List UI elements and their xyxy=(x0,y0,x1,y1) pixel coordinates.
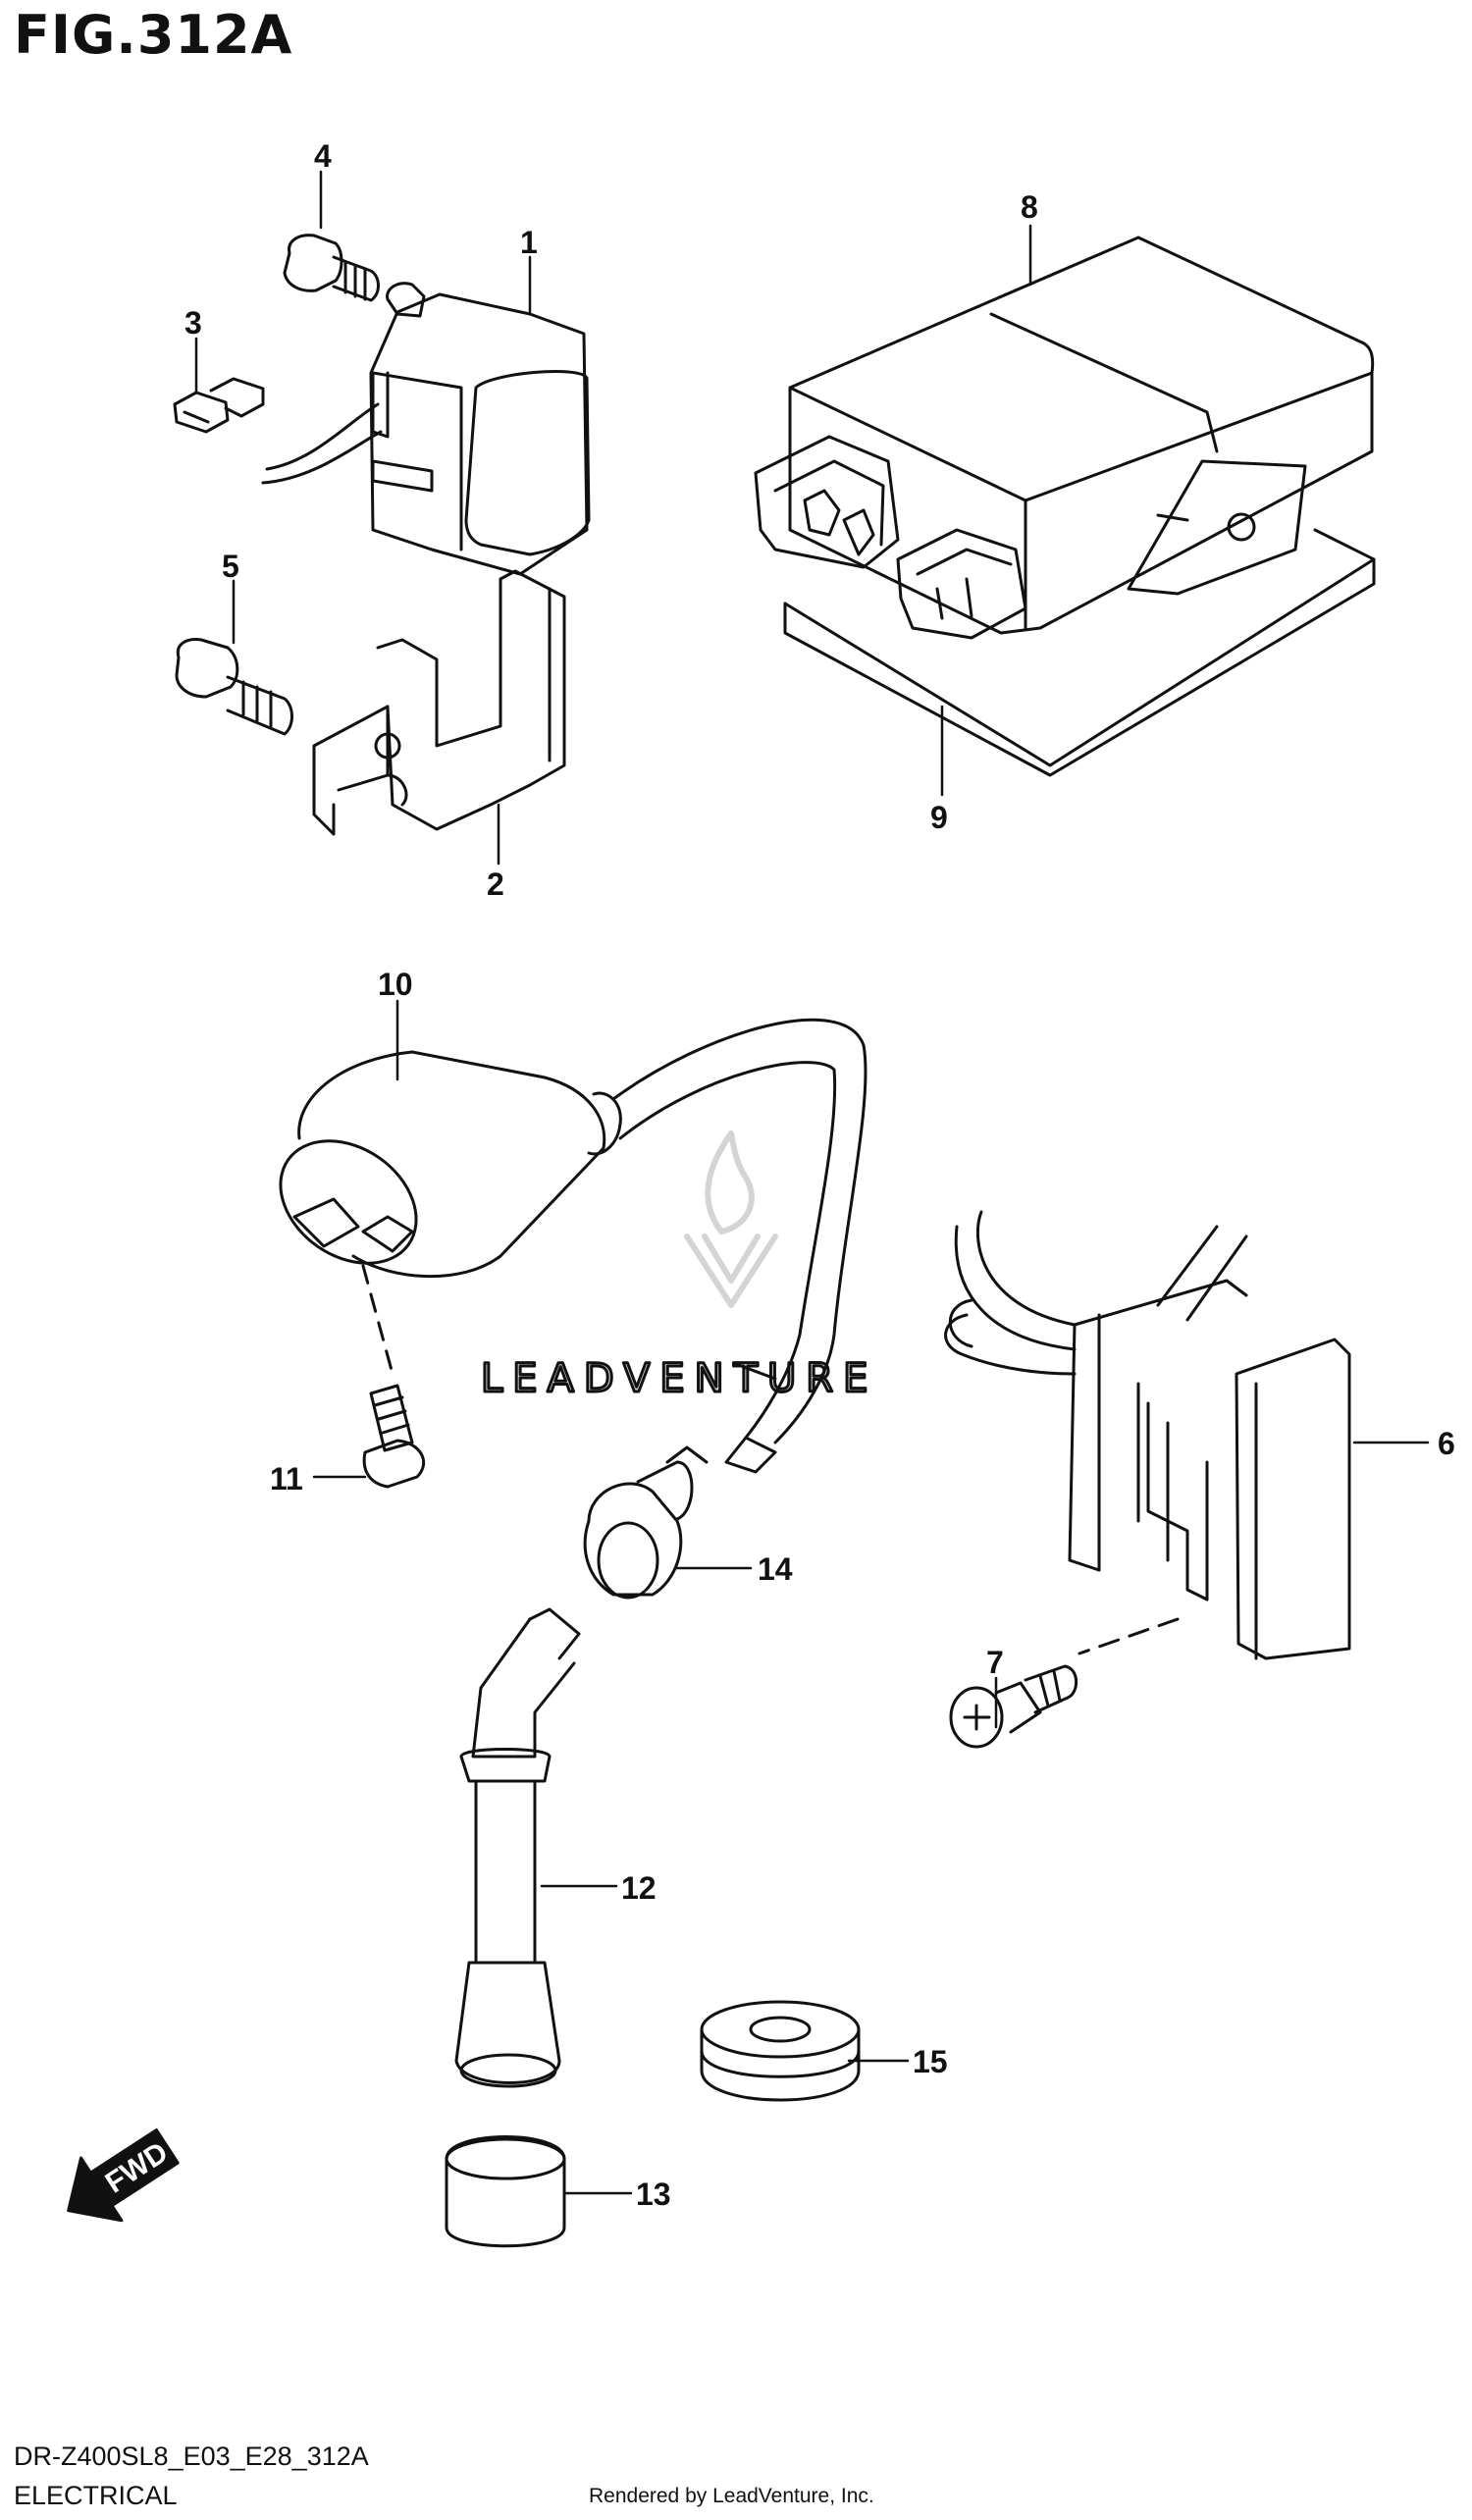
callout-2: 2 xyxy=(487,866,504,902)
part-2-bracket xyxy=(312,569,566,836)
part-15-grommet xyxy=(700,2000,861,2102)
callout-9: 9 xyxy=(930,800,948,835)
part-14-boot xyxy=(583,1445,709,1600)
part-5-bolt xyxy=(175,638,293,736)
callout-8: 8 xyxy=(1021,189,1038,225)
fwd-arrow: FWD xyxy=(67,2128,180,2223)
callout-1: 1 xyxy=(520,225,538,260)
part-6-rectifier xyxy=(944,1210,1351,1660)
part-10-ignition-coil xyxy=(279,1018,867,1474)
figure-title: FIG.312A xyxy=(14,4,293,66)
leader-lines xyxy=(194,170,1430,2195)
section-name: ELECTRICAL xyxy=(14,2481,178,2510)
callout-14: 14 xyxy=(758,1551,793,1587)
callout-15: 15 xyxy=(913,2044,948,2079)
part-4-bolt xyxy=(283,234,380,302)
part-13-cap xyxy=(445,2135,566,2248)
callout-3: 3 xyxy=(184,305,202,341)
part-7-screw xyxy=(949,1617,1180,1749)
callout-12: 12 xyxy=(621,1870,657,1906)
part-11-bolt xyxy=(361,1264,426,1489)
callout-13: 13 xyxy=(636,2177,671,2212)
part-8-control-unit xyxy=(754,236,1375,640)
watermark-logo xyxy=(684,1130,778,1308)
callout-5: 5 xyxy=(222,549,239,584)
leadventure-watermark: LEADVENTURE xyxy=(480,1130,877,1403)
callout-11: 11 xyxy=(270,1461,303,1496)
watermark-text: LEADVENTURE xyxy=(481,1356,877,1401)
model-code: DR-Z400SL8_E03_E28_312A xyxy=(14,2441,369,2471)
callout-numbers: 4 1 3 5 2 8 9 10 6 7 11 14 12 15 13 xyxy=(184,138,1455,2212)
part-1-relay xyxy=(261,282,591,576)
render-credit: Rendered by LeadVenture, Inc. xyxy=(589,2485,874,2507)
callout-10: 10 xyxy=(378,967,413,1002)
callout-4: 4 xyxy=(314,138,332,174)
callout-6: 6 xyxy=(1438,1426,1455,1461)
part-9-pad xyxy=(783,528,1376,777)
part-3-clip xyxy=(173,377,265,434)
callout-7: 7 xyxy=(986,1645,1004,1680)
part-12-plug-cap xyxy=(454,1607,581,2088)
